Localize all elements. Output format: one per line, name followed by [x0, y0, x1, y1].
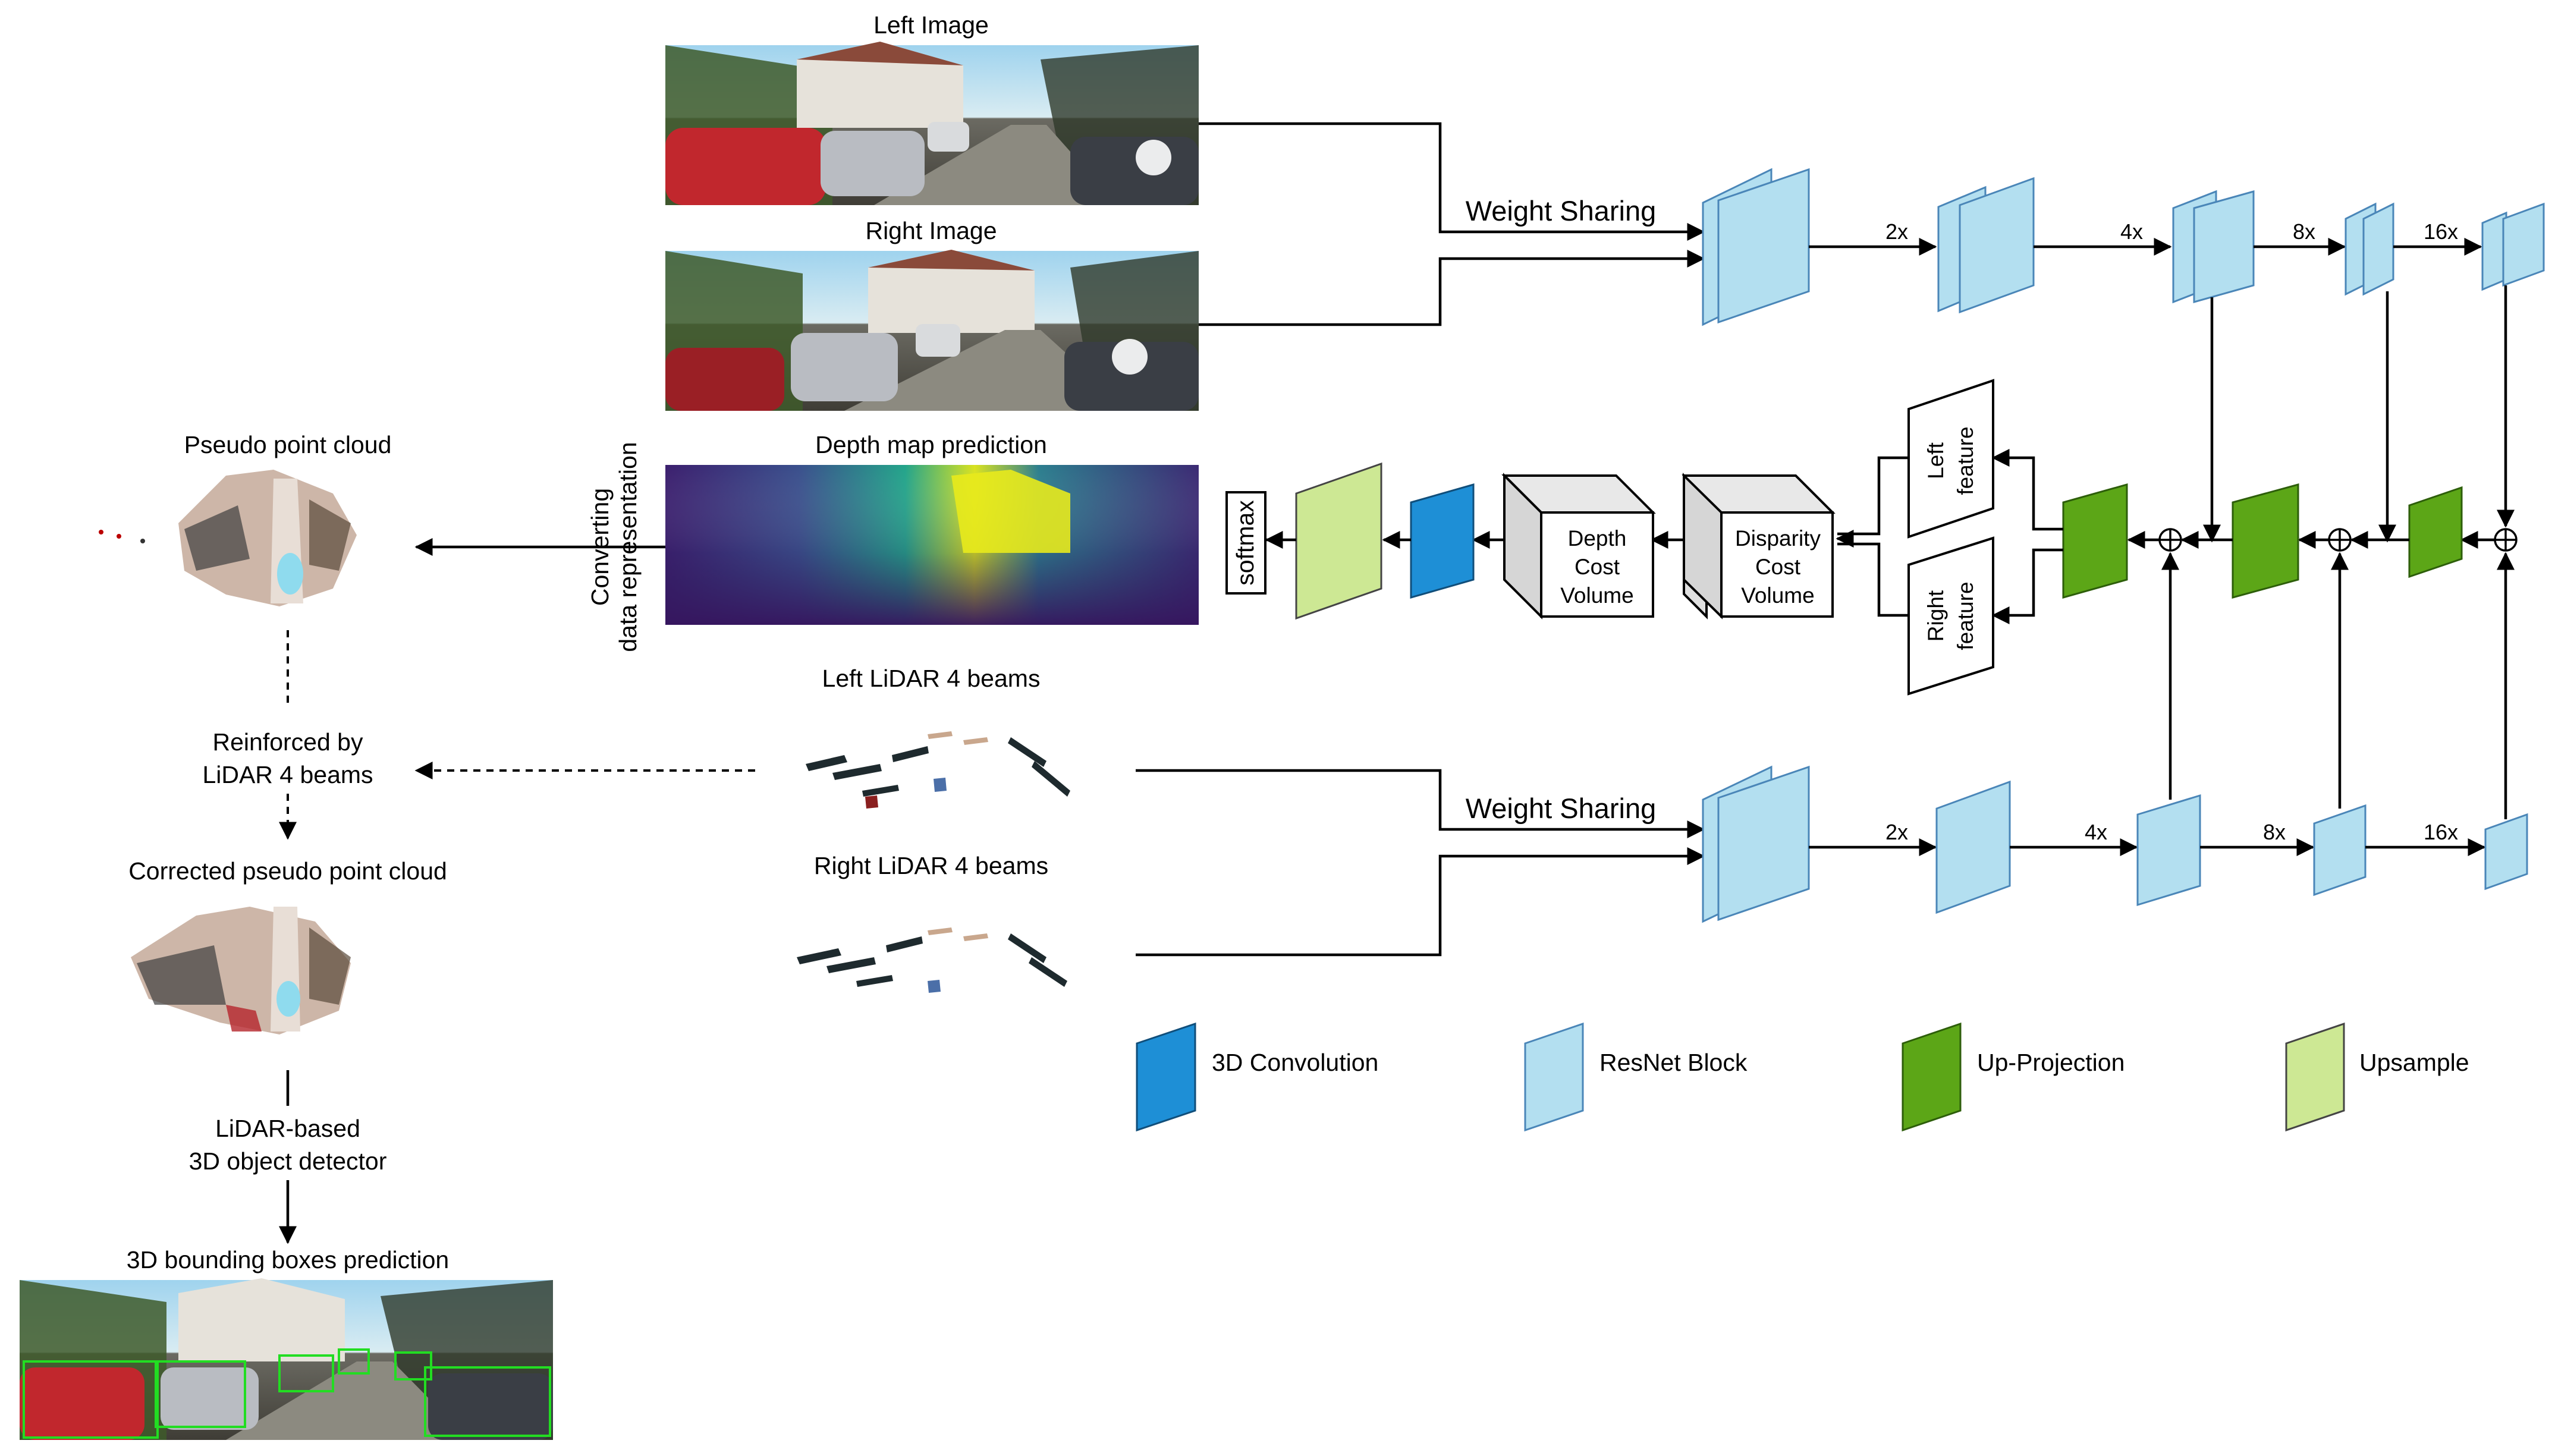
corrected-cloud-image	[131, 907, 351, 1034]
scale-top-16x: 16x	[2424, 219, 2458, 244]
upsample-block	[1295, 462, 1382, 620]
disparity-text-2: Cost	[1755, 555, 1801, 579]
legend-conv3d-swatch	[1136, 1022, 1196, 1132]
encoder-bottom-resnet-block-3	[2136, 794, 2201, 907]
encoder-top-resnet-block-5	[2481, 202, 2545, 291]
right-image-photo	[665, 250, 1199, 411]
left-feature-box: Left feature	[1907, 379, 1994, 539]
depth-volume-text-2: Cost	[1575, 555, 1620, 579]
encoder-top-resnet-block-4	[2345, 202, 2394, 296]
encoder-top-resnet-block-1	[1702, 168, 1810, 326]
right-lidar-to-encoder-arrow	[1136, 847, 1705, 957]
bbox-prediction-label: 3D bounding boxes prediction	[127, 1246, 450, 1273]
left-image-photo	[665, 42, 1199, 205]
right-feature-text-2: feature	[1953, 581, 1978, 650]
weight-sharing-bottom-label: Weight Sharing	[1466, 793, 1657, 824]
encoder-top-resnet-block-2	[1937, 177, 2035, 314]
left-feature-text-1: Left	[1924, 442, 1948, 479]
up-projection-block-2	[2232, 483, 2299, 599]
depth-volume-text-1: Depth	[1568, 526, 1627, 551]
encoder-bottom-resnet-block-4	[2313, 804, 2367, 897]
right-feature-text-1: Right	[1924, 590, 1948, 641]
encoder-bottom-resnet-block-5	[2484, 813, 2528, 891]
encoder-bottom-resnet-block-2	[1935, 780, 2011, 914]
legend-conv3d-label: 3D Convolution	[1212, 1049, 1378, 1076]
weight-sharing-top-label: Weight Sharing	[1466, 195, 1657, 227]
plus-node-8x	[2328, 528, 2352, 552]
left-image-to-encoder-arrow	[1199, 122, 1705, 241]
encoder-bottom-resnet-block-1	[1702, 765, 1810, 923]
softmax-box: softmax	[1225, 491, 1266, 595]
upproj-to-right-feature	[1991, 548, 2063, 624]
right-lidar-label: Right LiDAR 4 beams	[814, 852, 1048, 879]
left-feature-to-disparity	[1837, 456, 1909, 536]
converting-label: Converting	[586, 488, 614, 606]
up-projection-block-1	[2062, 483, 2128, 599]
disparity-cost-volume: Disparity Cost Volume	[1682, 473, 1836, 619]
depth-volume-text-3: Volume	[1560, 583, 1633, 608]
right-feature-to-disparity	[1837, 542, 1909, 617]
right-image-label: Right Image	[865, 217, 997, 244]
plus-node-4x	[2158, 528, 2182, 552]
conv3d-block	[1410, 483, 1475, 599]
scale-bottom-16x: 16x	[2424, 820, 2458, 844]
encoder-top-resnet-block-3	[2172, 190, 2255, 304]
bbox-prediction-image	[20, 1278, 553, 1440]
disparity-text-3: Volume	[1741, 583, 1814, 608]
reinforced-label: Reinforced by	[213, 728, 363, 756]
left-lidar-image	[806, 731, 1070, 809]
left-lidar-to-encoder-arrow	[1136, 769, 1705, 838]
legend: 3D Convolution ResNet Block Up-Projectio…	[1136, 1022, 2469, 1132]
right-image-to-encoder-arrow	[1199, 250, 1705, 326]
right-lidar-image	[797, 927, 1067, 993]
left-image-label: Left Image	[873, 11, 989, 39]
up-projection-block-3	[2408, 486, 2463, 578]
plus-node-16x	[2494, 528, 2518, 552]
scale-bottom-2x: 2x	[1885, 820, 1908, 844]
legend-upsample-swatch	[2285, 1022, 2345, 1132]
left-lidar-label: Left LiDAR 4 beams	[822, 665, 1041, 692]
disparity-text-1: Disparity	[1735, 526, 1821, 551]
scale-bottom-4x: 4x	[2085, 820, 2107, 844]
reinforced-lidar-label: LiDAR 4 beams	[202, 761, 373, 788]
detector-label-1: LiDAR-based	[215, 1115, 360, 1142]
data-representation-label: data representation	[614, 442, 642, 652]
corrected-cloud-label: Corrected pseudo point cloud	[128, 857, 447, 885]
legend-upsample-label: Upsample	[2359, 1049, 2469, 1076]
pseudo-point-cloud-label: Pseudo point cloud	[184, 431, 392, 458]
left-feature-text-2: feature	[1953, 426, 1978, 495]
scale-top-2x: 2x	[1885, 219, 1908, 244]
legend-upproj-swatch	[1902, 1022, 1962, 1132]
scale-top-8x: 8x	[2293, 219, 2315, 244]
legend-resnet-swatch	[1524, 1022, 1584, 1132]
scale-top-4x: 4x	[2120, 219, 2143, 244]
upproj-to-left-feature	[1991, 449, 2063, 531]
pseudo-point-cloud-image	[99, 470, 357, 606]
softmax-label: softmax	[1231, 500, 1259, 586]
legend-resnet-label: ResNet Block	[1599, 1049, 1748, 1076]
depth-map-label: Depth map prediction	[815, 431, 1047, 458]
scale-bottom-8x: 8x	[2263, 820, 2286, 844]
right-feature-box: Right feature	[1907, 536, 1994, 696]
depth-map-image	[665, 465, 1199, 625]
legend-upproj-label: Up-Projection	[1977, 1049, 2125, 1076]
depth-cost-volume: Depth Cost Volume	[1501, 473, 1656, 619]
detector-label-2: 3D object detector	[189, 1147, 387, 1175]
